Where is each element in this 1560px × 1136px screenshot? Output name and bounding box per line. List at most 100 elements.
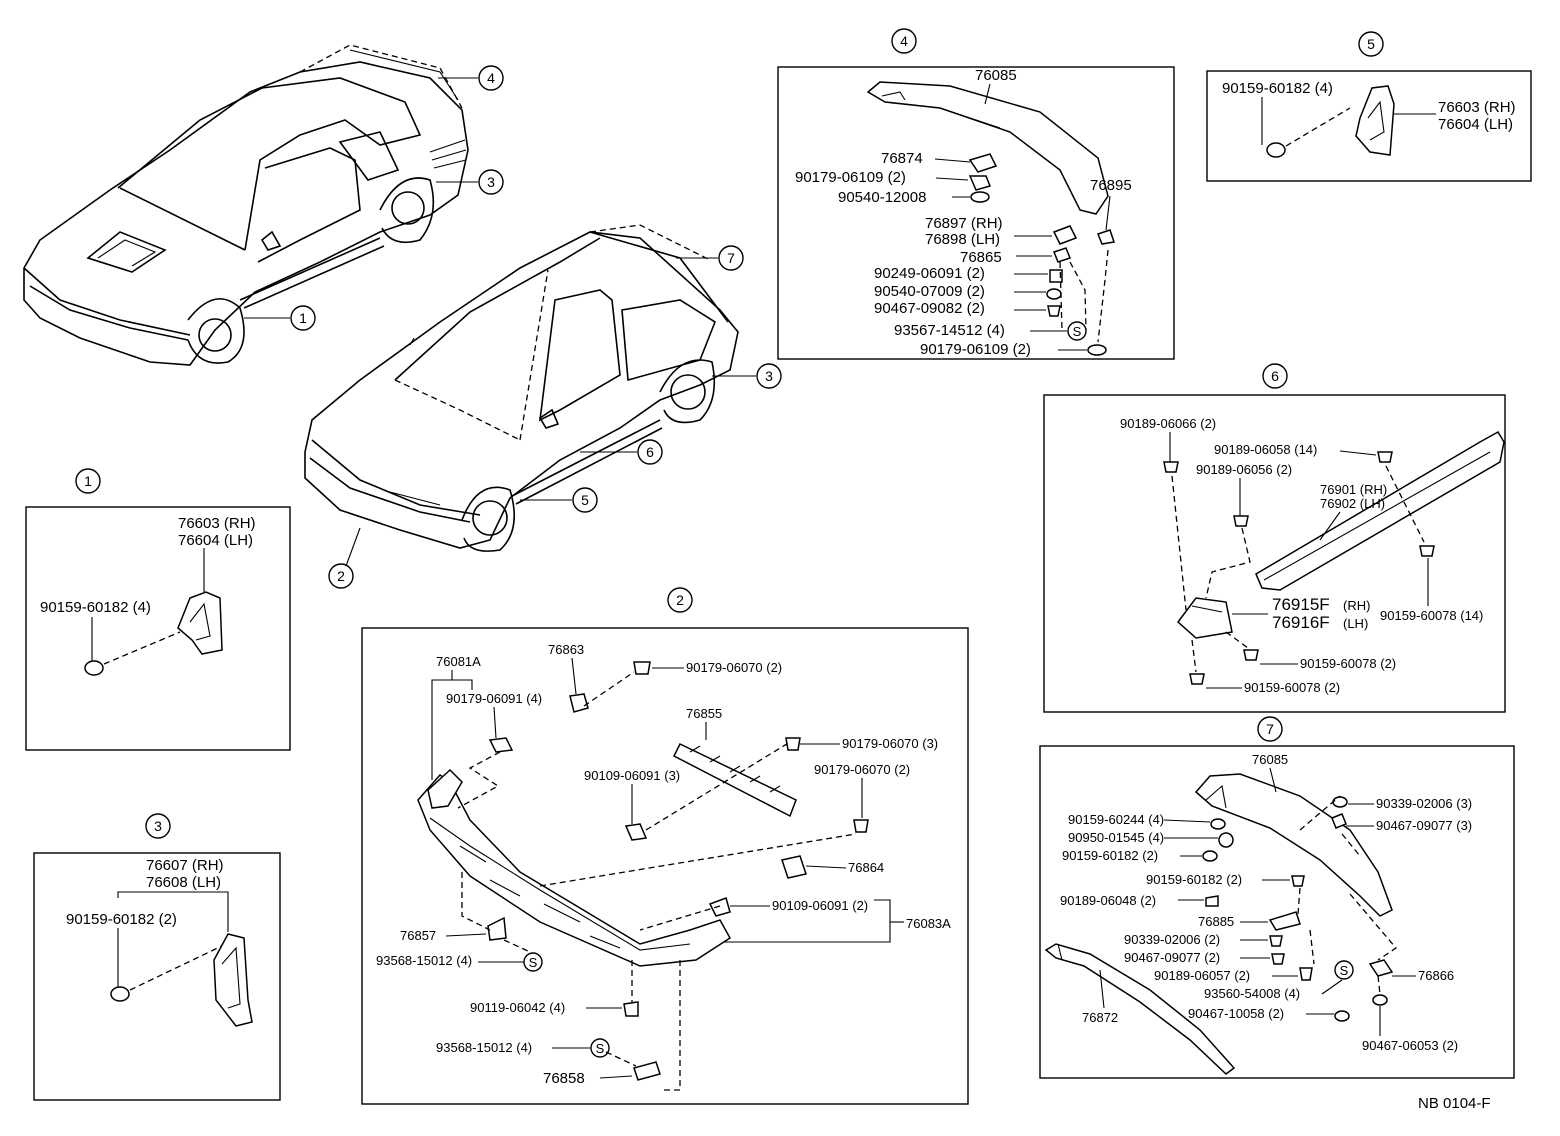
s-marker-label: S	[1073, 324, 1082, 339]
callout-number: 3	[154, 818, 162, 834]
callout-number: 1	[84, 473, 92, 489]
part-number-label: 90189-06066 (2)	[1120, 416, 1216, 431]
hatch-callout-7: 7	[718, 245, 744, 271]
part-number-label: 76897 (RH)	[925, 215, 1003, 232]
s-marker-label: S	[596, 1041, 605, 1056]
part-number-label: 93568-15012 (4)	[376, 953, 472, 968]
callout-number: 4	[900, 33, 908, 49]
part-number-label: 76915F	[1272, 595, 1330, 614]
part-number-label: 76872	[1082, 1010, 1118, 1025]
callout-number: 7	[727, 250, 735, 266]
hatch-callout-2: 2	[328, 563, 354, 589]
section-7: 7 76085 90339-02006 (3) 90159-60244 (4) …	[1039, 716, 1515, 1079]
part-number-label: 76895	[1090, 177, 1132, 194]
part-number-label: 76865	[960, 249, 1002, 266]
part-number-label: (RH)	[1343, 598, 1370, 613]
part-number-label: 90179-06070 (2)	[814, 762, 910, 777]
part-number-label: 76874	[881, 150, 923, 167]
part-number-label: 90540-07009 (2)	[874, 283, 985, 300]
part-number-label: 90467-06053 (2)	[1362, 1038, 1458, 1053]
callout-number: 3	[487, 174, 495, 190]
part-number-label: 90467-09082 (2)	[874, 300, 985, 317]
callout-number: 1	[299, 310, 307, 326]
callout-number: 2	[676, 592, 684, 608]
section-2: 2 76081A 76863 90179-06070 (2) 90179-060…	[361, 587, 969, 1105]
part-number-label: 90159-60182 (4)	[40, 599, 151, 616]
hatch-callout-6: 6	[637, 439, 663, 465]
part-number-label: 90159-60182 (2)	[66, 911, 177, 928]
part-number-label: 93567-14512 (4)	[894, 322, 1005, 339]
coupe-callout-1: 1	[290, 305, 316, 331]
part-number-label: 90540-12008	[838, 189, 926, 206]
part-number-label: 90249-06091 (2)	[874, 265, 985, 282]
part-number-label: 76083A	[906, 916, 951, 931]
part-number-label: 76885	[1198, 914, 1234, 929]
part-number-label: 90189-06048 (2)	[1060, 893, 1156, 908]
section-1: 1 76603 (RH) 76604 (LH) 90159-60182 (4)	[25, 468, 291, 751]
hatchback-car-drawing	[304, 224, 739, 552]
callout-number: 2	[337, 568, 345, 584]
part-number-label: 76901 (RH)	[1320, 482, 1387, 497]
callout-number: 6	[646, 444, 654, 460]
hatch-callout-5: 5	[572, 487, 598, 513]
part-number-label: 90179-06109 (2)	[920, 341, 1031, 358]
section-5: 5 90159-60182 (4) 76603 (RH) 76604 (LH)	[1206, 31, 1532, 182]
part-number-label: 76603 (RH)	[1438, 99, 1516, 116]
callout-number: 5	[1367, 36, 1375, 52]
part-number-label: 76863	[548, 642, 584, 657]
callout-number: 3	[765, 368, 773, 384]
part-number-label: 90950-01545 (4)	[1068, 830, 1164, 845]
part-number-label: 90189-06056 (2)	[1196, 462, 1292, 477]
part-number-label: 76604 (LH)	[1438, 116, 1513, 133]
part-number-label: 93560-54008 (4)	[1204, 986, 1300, 1001]
part-number-label: 90467-09077 (3)	[1376, 818, 1472, 833]
coupe-callout-3: 3	[478, 169, 504, 195]
part-number-label: 76898 (LH)	[925, 231, 1000, 248]
part-number-label: 90179-06070 (2)	[686, 660, 782, 675]
part-number-label: 90467-09077 (2)	[1124, 950, 1220, 965]
part-number-label: 76608 (LH)	[146, 874, 221, 891]
part-number-label: 90159-60078 (2)	[1244, 680, 1340, 695]
part-number-label: 90119-06042 (4)	[470, 1000, 565, 1015]
part-number-label: 90467-10058 (2)	[1188, 1006, 1284, 1021]
part-number-label: (LH)	[1343, 616, 1368, 631]
section-4: 4 76085 76874 90179-06109 (2) 90540-1200…	[777, 28, 1175, 360]
part-number-label: 90339-02006 (2)	[1124, 932, 1220, 947]
callout-number: 4	[487, 70, 495, 86]
part-number-label: 76864	[848, 860, 884, 875]
part-number-label: 90189-06057 (2)	[1154, 968, 1250, 983]
coupe-callout-4: 4	[478, 65, 504, 91]
part-number-label: 76081A	[436, 654, 481, 669]
part-number-label: 90159-60182 (2)	[1062, 848, 1158, 863]
part-number-label: 90159-60078 (2)	[1300, 656, 1396, 671]
callout-number: 7	[1266, 721, 1274, 737]
part-number-label: 76866	[1418, 968, 1454, 983]
part-number-label: 90189-06058 (14)	[1214, 442, 1317, 457]
callout-number: 6	[1271, 368, 1279, 384]
s-marker-label: S	[529, 955, 538, 970]
part-number-label: 90179-06109 (2)	[795, 169, 906, 186]
part-number-label: 76607 (RH)	[146, 857, 224, 874]
part-number-label: 93568-15012 (4)	[436, 1040, 532, 1055]
hatch-callout-3: 3	[756, 363, 782, 389]
coupe-car-drawing	[23, 44, 469, 366]
part-number-label: 90159-60182 (2)	[1146, 872, 1242, 887]
callout-number: 5	[581, 492, 589, 508]
section-6: 6 90189-06066 (2) 90189-06058 (14) 90189…	[1043, 363, 1506, 713]
part-number-label: 90179-06091 (4)	[446, 691, 542, 706]
part-number-label: 90159-60244 (4)	[1068, 812, 1164, 827]
part-number-label: 76916F	[1272, 613, 1330, 632]
part-number-label: 76604 (LH)	[178, 532, 253, 549]
part-number-label: 76858	[543, 1070, 585, 1087]
part-number-label: 90179-06070 (3)	[842, 736, 938, 751]
part-number-label: 90109-06091 (2)	[772, 898, 868, 913]
section-3: 3 76607 (RH) 76608 (LH) 90159-60182 (2)	[33, 813, 281, 1101]
s-marker-label: S	[1340, 963, 1349, 978]
part-number-label: 76902 (LH)	[1320, 496, 1385, 511]
part-number-label: 76603 (RH)	[178, 515, 256, 532]
diagram-code: NB 0104-F	[1418, 1095, 1491, 1112]
part-number-label: 76085	[1252, 752, 1288, 767]
part-number-label: 76855	[686, 706, 722, 721]
part-number-label: 90109-06091 (3)	[584, 768, 680, 783]
